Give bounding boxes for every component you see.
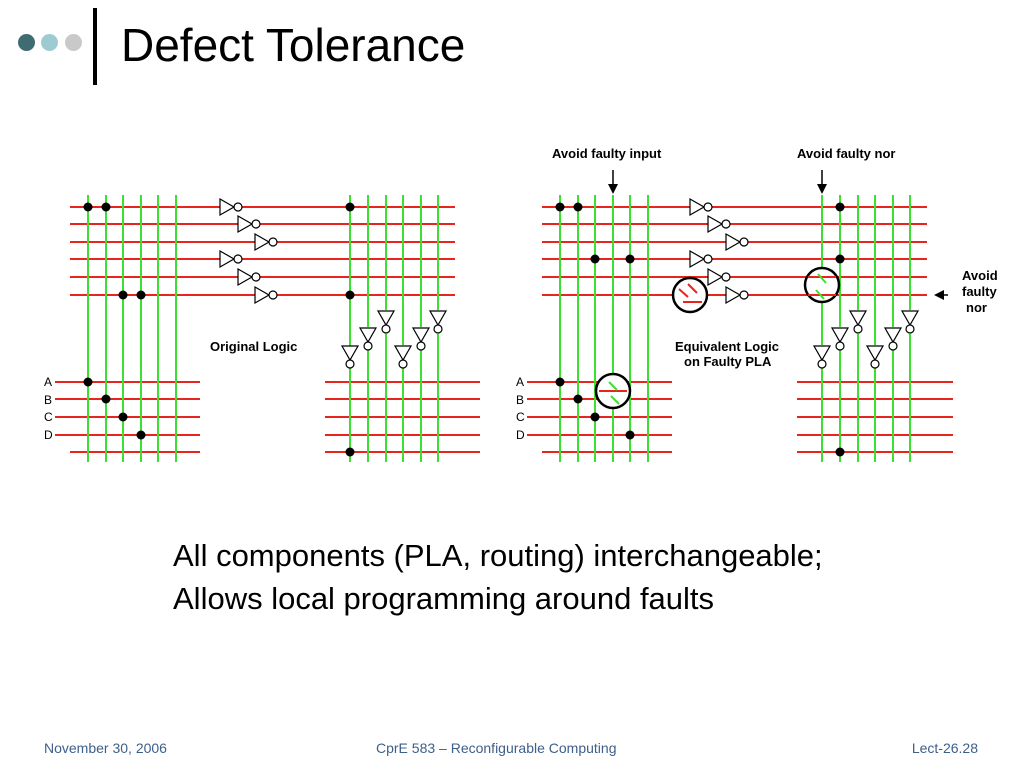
pla-faulty: Avoid faulty input Avoid faulty nor Avoi… <box>516 146 998 462</box>
input-label-d: D <box>44 428 53 442</box>
input-label-d: D <box>516 428 525 442</box>
footer-slide-number: Lect-26.28 <box>911 740 978 756</box>
label-original-logic: Original Logic <box>210 339 297 354</box>
callout-side-line1: Avoid <box>962 268 998 283</box>
callout-side-line2: faulty <box>962 284 997 299</box>
slide-title: Defect Tolerance <box>121 19 466 71</box>
pla-original: Original Logic A B C D <box>44 195 480 462</box>
body-line: All components (PLA, routing) interchang… <box>173 538 823 573</box>
title-bullets <box>18 34 88 58</box>
bullet-dot <box>18 34 35 51</box>
pla-diagram: Original Logic A B C D <box>44 146 998 462</box>
title-divider <box>93 8 97 85</box>
bullet-dot <box>41 34 58 51</box>
input-label-b: B <box>44 393 52 407</box>
input-label-a: A <box>516 375 524 389</box>
footer-date: November 30, 2006 <box>44 740 167 756</box>
input-label-a: A <box>44 375 52 389</box>
fault-marker-nor <box>803 266 841 304</box>
input-label-c: C <box>44 410 53 424</box>
fault-marker-input <box>594 372 632 410</box>
fault-marker-and-plane <box>671 276 709 314</box>
callout-avoid-faulty-input: Avoid faulty input <box>552 146 662 161</box>
body-line: Allows local programming around faults <box>173 581 715 616</box>
label-on-faulty-pla: on Faulty PLA <box>684 354 772 369</box>
callout-avoid-faulty-nor: Avoid faulty nor <box>797 146 895 161</box>
label-equivalent-logic: Equivalent Logic <box>675 339 779 354</box>
footer-course: CprE 583 – Reconfigurable Computing <box>376 740 617 756</box>
callout-side-line3: nor <box>966 300 987 315</box>
input-label-b: B <box>516 393 524 407</box>
body-text: All components (PLA, routing) interchang… <box>173 534 823 620</box>
bullet-dot <box>65 34 82 51</box>
input-label-c: C <box>516 410 525 424</box>
